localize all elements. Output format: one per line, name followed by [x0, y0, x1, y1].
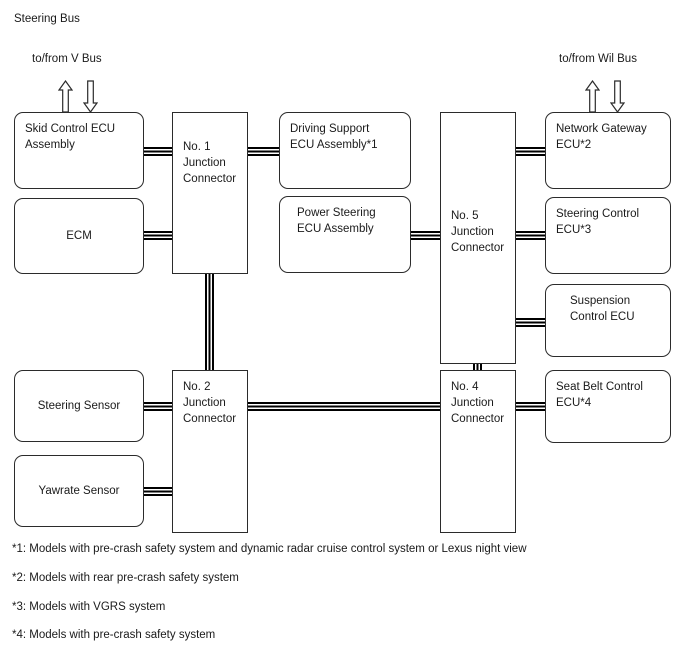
node-yawrate-sensor[interactable]: Yawrate Sensor [14, 455, 144, 527]
bus-link-junction5-to-junction4 [473, 360, 482, 376]
node-junction-connector-1[interactable]: No. 1 Junction Connector [172, 112, 248, 274]
node-skid-control-ecu-label: Skid Control ECU Assembly [25, 123, 116, 151]
node-suspension-control-ecu-label: Suspension Control ECU [570, 295, 635, 323]
diagram-title: Steering Bus [14, 13, 80, 25]
node-power-steering-ecu-label: Power Steering ECU Assembly [297, 207, 376, 235]
bus-link-junction5-to-suspension-control [509, 318, 553, 327]
node-ecm[interactable]: ECM [14, 198, 144, 274]
arrow-down-icon [610, 80, 625, 113]
node-ecm-label: ECM [66, 230, 92, 242]
node-junction-connector-1-label: No. 1 Junction Connector [183, 141, 237, 185]
node-yawrate-sensor-label: Yawrate Sensor [38, 485, 120, 497]
footnote-3: *3: Models with VGRS system [12, 601, 166, 613]
bus-link-ecm-to-junction1 [140, 231, 180, 240]
node-power-steering-ecu[interactable]: Power Steering ECU Assembly [279, 196, 411, 273]
bus-link-junction5-to-steering-control [509, 231, 553, 240]
bus-label-left: to/from V Bus [32, 53, 102, 65]
node-network-gateway-ecu[interactable]: Network Gateway ECU*2 [545, 112, 671, 189]
footnote-4: *4: Models with pre-crash safety system [12, 629, 216, 641]
node-junction-connector-4-label: No. 4 Junction Connector [451, 381, 505, 425]
node-junction-connector-4[interactable]: No. 4 Junction Connector [440, 370, 516, 533]
node-junction-connector-2-label: No. 2 Junction Connector [183, 381, 237, 425]
node-steering-control-ecu[interactable]: Steering Control ECU*3 [545, 197, 671, 274]
node-junction-connector-2[interactable]: No. 2 Junction Connector [172, 370, 248, 533]
node-steering-sensor[interactable]: Steering Sensor [14, 370, 144, 442]
node-seat-belt-control-ecu-label: Seat Belt Control ECU*4 [556, 381, 643, 409]
bus-link-skid-to-junction1 [140, 147, 180, 156]
node-junction-connector-5[interactable]: No. 5 Junction Connector [440, 112, 516, 364]
bus-link-yawrate-sensor-to-junction2 [140, 487, 180, 496]
node-steering-control-ecu-label: Steering Control ECU*3 [556, 208, 640, 236]
bus-link-steering-sensor-to-junction2 [140, 402, 180, 411]
bus-label-right: to/from Wil Bus [559, 53, 637, 65]
bus-link-junction1-to-junction2 [205, 270, 214, 380]
node-network-gateway-ecu-label: Network Gateway ECU*2 [556, 123, 647, 151]
footnote-1: *1: Models with pre-crash safety system … [12, 543, 527, 555]
bus-link-junction4-to-seat-belt-control [509, 402, 553, 411]
node-junction-connector-5-label: No. 5 Junction Connector [451, 210, 505, 254]
node-suspension-control-ecu[interactable]: Suspension Control ECU [545, 284, 671, 357]
node-driving-support-ecu-label: Driving Support ECU Assembly*1 [290, 123, 378, 151]
bus-link-junction5-to-network-gateway [509, 147, 553, 156]
node-seat-belt-control-ecu[interactable]: Seat Belt Control ECU*4 [545, 370, 671, 443]
node-steering-sensor-label: Steering Sensor [37, 400, 121, 412]
arrow-down-icon [83, 80, 98, 113]
footnote-2: *2: Models with rear pre-crash safety sy… [12, 572, 239, 584]
bus-link-junction1-to-driving-support [244, 147, 288, 156]
node-skid-control-ecu[interactable]: Skid Control ECU Assembly [14, 112, 144, 189]
bus-link-junction2-to-junction4 [244, 402, 444, 411]
arrow-up-icon [58, 80, 73, 113]
node-driving-support-ecu[interactable]: Driving Support ECU Assembly*1 [279, 112, 411, 189]
bus-link-power-steering-to-junction5 [404, 231, 448, 240]
arrow-up-icon [585, 80, 600, 113]
